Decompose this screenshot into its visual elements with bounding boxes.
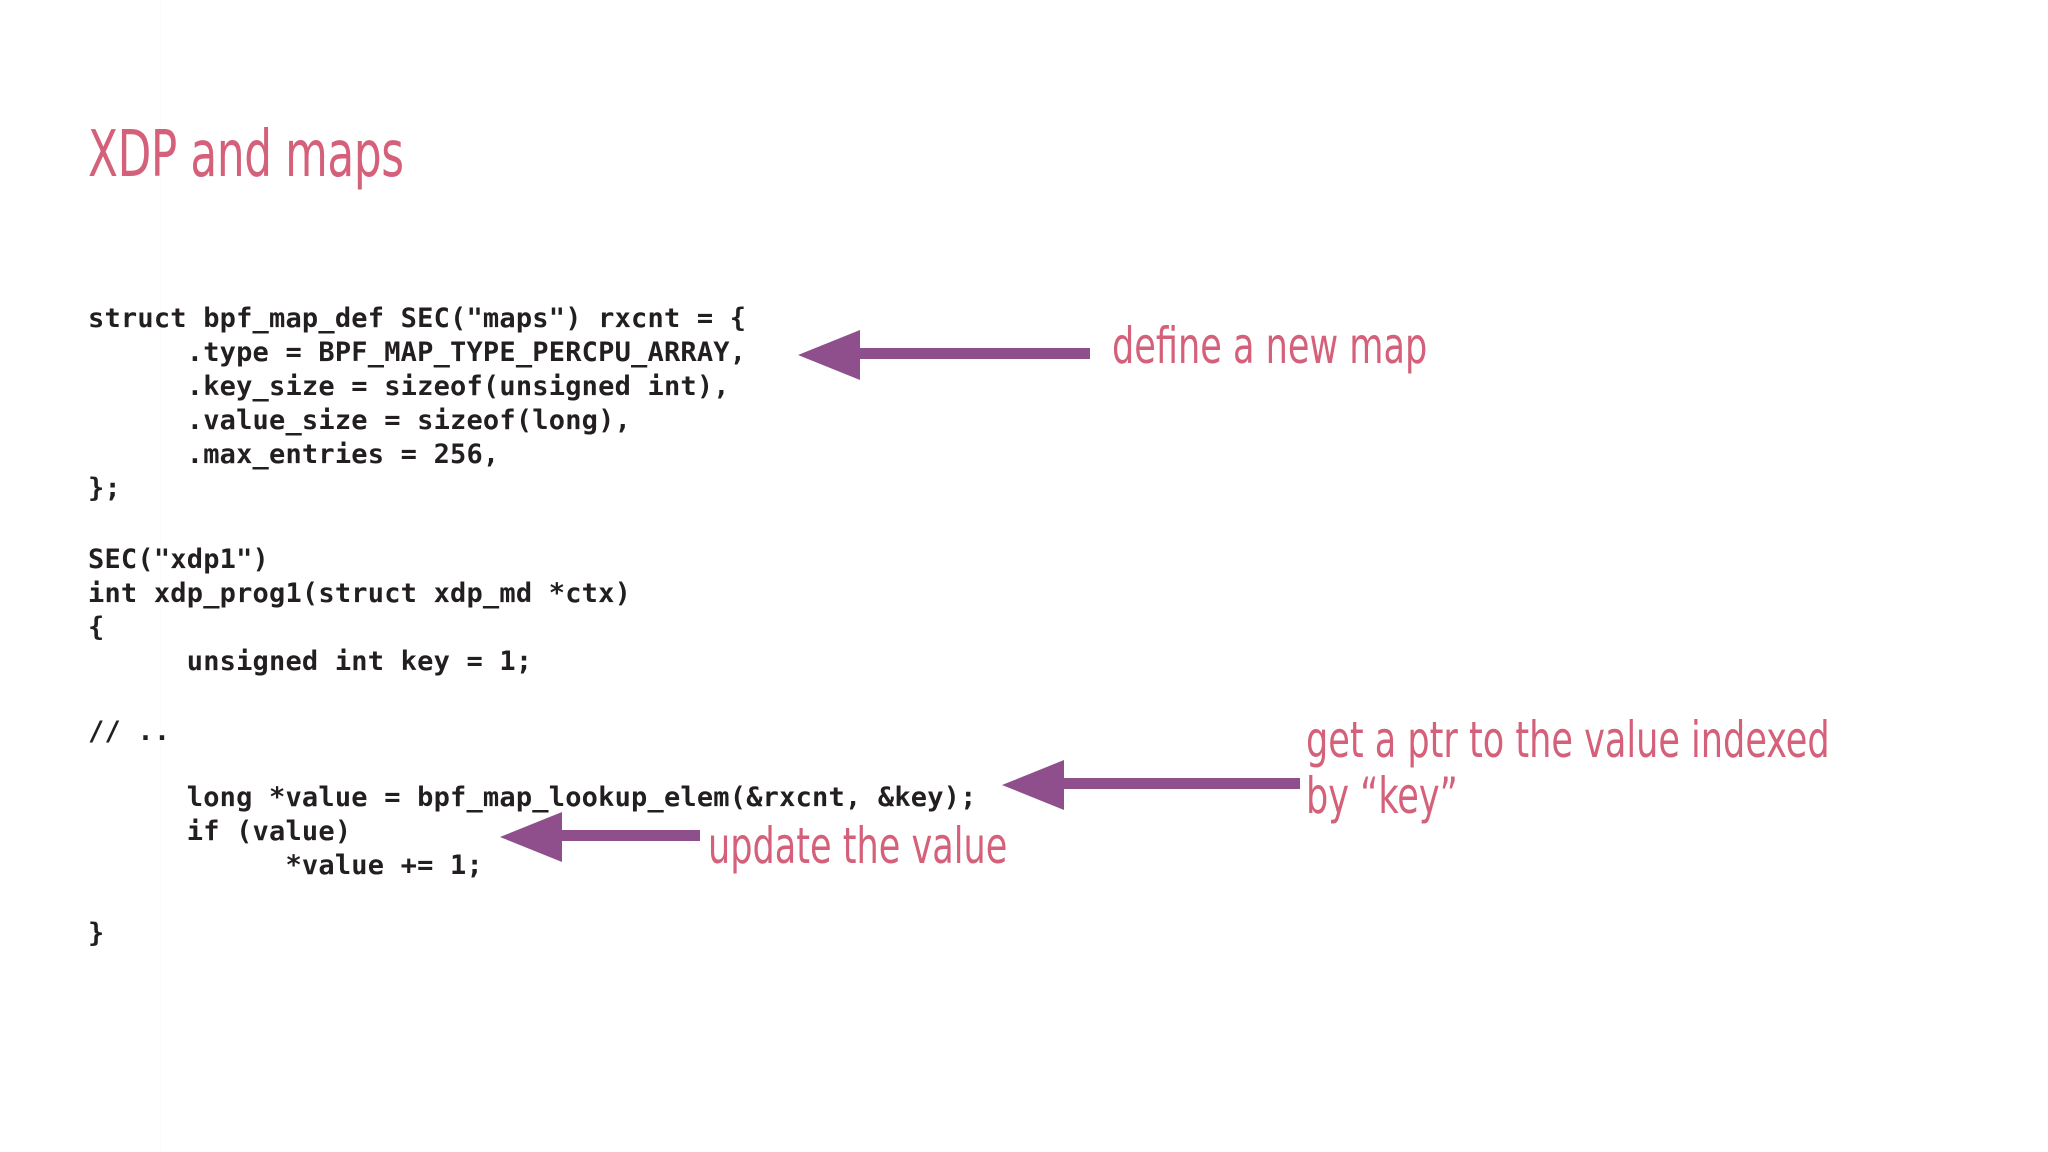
arrow-left-icon — [500, 812, 700, 862]
annotation-define-new-map: define a new map — [1112, 317, 1428, 375]
code-block-program-header: SEC("xdp1") int xdp_prog1(struct xdp_md … — [88, 544, 632, 677]
annotation-get-pointer: get a ptr to the value indexed by “key” — [1306, 711, 1830, 825]
code-block-comment: // .. — [88, 716, 171, 747]
annotation-update-value: update the value — [708, 817, 1008, 875]
code-block-lookup: long *value = bpf_map_lookup_elem(&rxcnt… — [186, 782, 977, 881]
left-margin-band — [0, 0, 161, 1152]
arrow-left-icon — [798, 330, 1090, 380]
arrow-left-icon — [1002, 760, 1300, 810]
code-block-map-definition: struct bpf_map_def SEC("maps") rxcnt = {… — [88, 303, 747, 504]
page-title: XDP and maps — [88, 118, 404, 192]
code-block-closing-brace: } — [88, 918, 105, 949]
